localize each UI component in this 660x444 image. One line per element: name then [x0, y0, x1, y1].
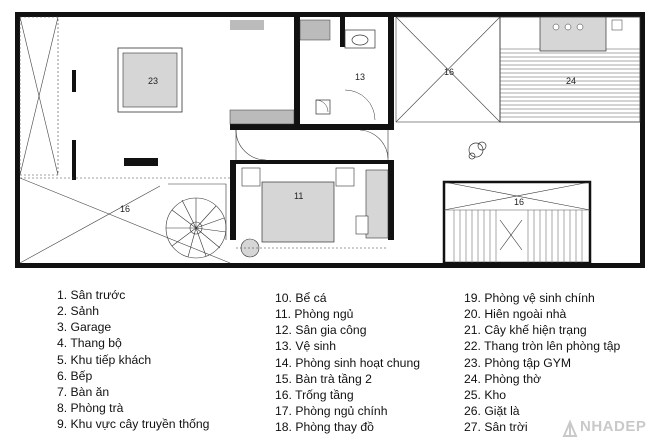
bench: [299, 19, 331, 41]
bench-2: [229, 109, 295, 125]
room-number-bath: 13: [355, 72, 365, 82]
legend-column-2: 10. Bể cá 11. Phòng ngủ 12. Sân gia công…: [275, 290, 420, 435]
legend-item: 7. Bàn ăn: [57, 384, 110, 399]
void-left: 16: [19, 177, 231, 264]
legend-item: 20. Hiên ngoài nhà: [464, 307, 567, 322]
legend-item: 5. Khu tiếp khách: [57, 352, 152, 367]
legend-item: 6. Bếp: [57, 368, 93, 383]
room-number-altar: 24: [566, 76, 576, 86]
room-number-garage: 23: [148, 76, 158, 86]
legend-item: 22. Thang tròn lên phòng tập: [464, 339, 621, 354]
watermark-logo-icon: [562, 419, 578, 437]
void-right: 16: [442, 180, 592, 265]
legend-item: 16. Trống tầng: [275, 387, 354, 402]
legend-item: 14. Phòng sinh hoạt chung: [275, 355, 421, 370]
legend-item: 15. Bàn trà tầng 2: [275, 371, 372, 386]
legend-item: 13. Vệ sinh: [275, 339, 336, 354]
void-top: 16: [395, 16, 501, 123]
doors: [235, 129, 389, 161]
bath-room: 13: [315, 29, 376, 121]
legend-item: 1. Sân trước: [57, 288, 126, 302]
legend-item: 12. Sân gia công: [275, 323, 367, 338]
legend-item: 3. Garage: [57, 320, 112, 335]
legend-item: 4. Thang bộ: [57, 336, 122, 351]
legend-item: 21. Cây khế hiện trạng: [464, 323, 587, 338]
legend-item: 18. Phòng thay đồ: [275, 420, 374, 435]
legend-item: 11. Phòng ngủ: [275, 307, 354, 322]
garage-room: 23: [117, 47, 183, 113]
tree: [468, 141, 487, 160]
legend-item: 9. Khu vực cây truyền thống: [57, 417, 210, 432]
legend-item: 2. Sảnh: [57, 304, 100, 319]
floor-plan: 23 13 16: [15, 12, 645, 268]
legend-item: 25. Kho: [464, 387, 507, 402]
spiral-stair: [165, 183, 227, 259]
void-left-top: [19, 16, 59, 176]
room-number-bedroom: 11: [294, 191, 303, 201]
legend-item: 10. Bể cá: [275, 291, 327, 305]
outer-walls: [15, 12, 645, 268]
room-number-void-right: 16: [514, 197, 524, 207]
legend-item: 8. Phòng trà: [57, 401, 124, 416]
central-walls: [230, 17, 394, 240]
legend-item: 19. Phòng vệ sinh chính: [464, 291, 595, 305]
watermark-text: NHADEP: [580, 418, 647, 435]
legend-column-1: 1. Sân trước 2. Sảnh 3. Garage 4. Thang …: [57, 287, 209, 432]
legend-item: 26. Giặt là: [464, 404, 520, 419]
legend-item: 27. Sân trời: [464, 420, 528, 435]
legend-item: 23. Phòng tập GYM: [464, 355, 572, 370]
room-number-void-top: 16: [444, 67, 454, 77]
legend-column-3: 19. Phòng vệ sinh chính 20. Hiên ngoài n…: [464, 290, 620, 435]
room-number-void-left: 16: [120, 204, 130, 214]
bedroom: 11: [236, 167, 389, 258]
altar-room: 24: [499, 16, 641, 123]
legend-item: 24. Phòng thờ: [464, 371, 542, 386]
legend-item: 17. Phòng ngủ chính: [275, 404, 388, 419]
